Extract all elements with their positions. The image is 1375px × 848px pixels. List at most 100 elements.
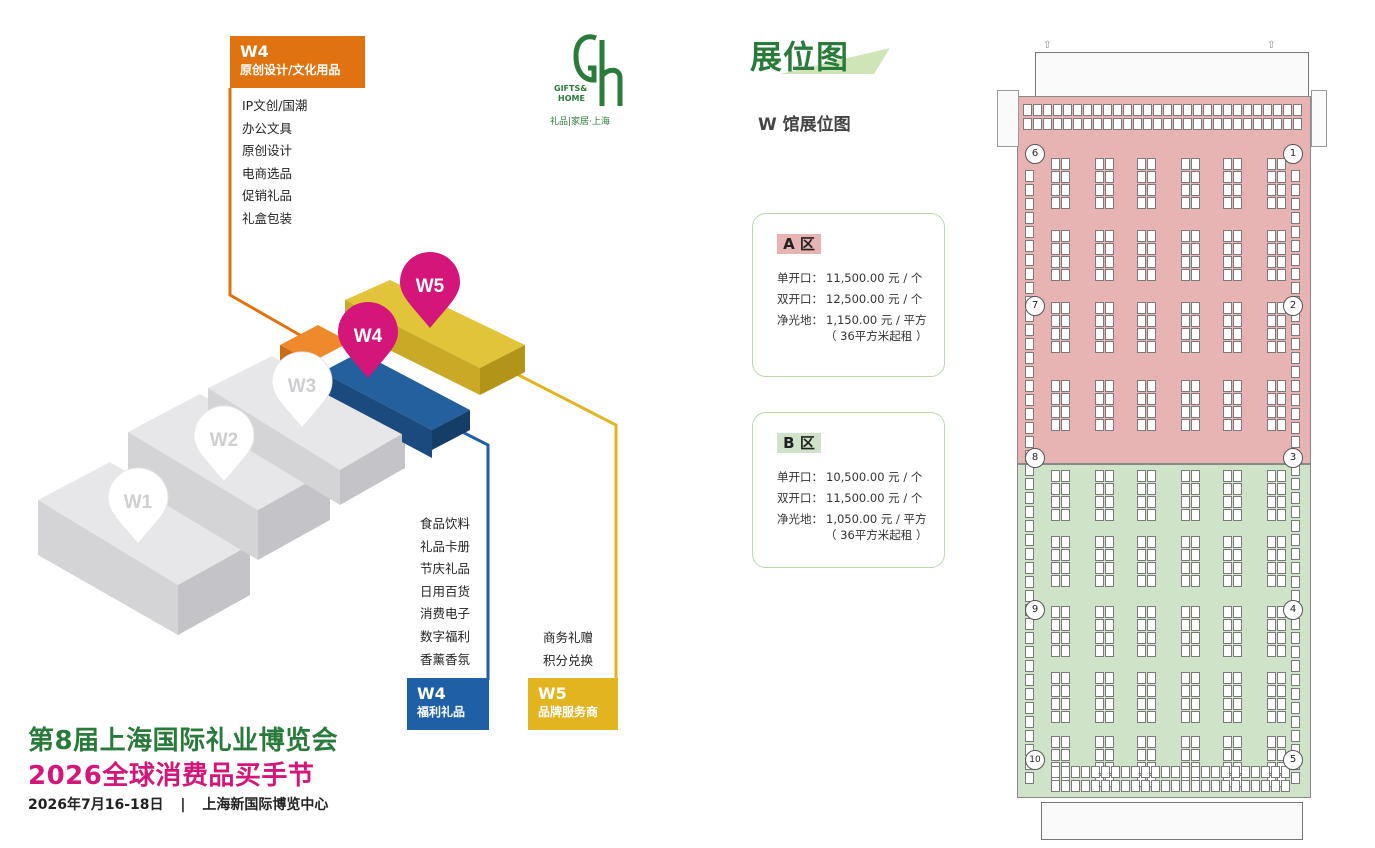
booth-cell (1277, 197, 1286, 209)
list-item: 电商选品 (242, 165, 293, 181)
booth-cell (1051, 619, 1060, 631)
booth-cell (1137, 736, 1146, 748)
booth-cell (1147, 406, 1156, 418)
booth-cell (1081, 766, 1090, 778)
booth-cell (1137, 302, 1146, 314)
booth-cell (1133, 118, 1142, 130)
booth-cell (1277, 230, 1286, 242)
map-title: 展位图 (750, 38, 850, 76)
booth-cell (1277, 685, 1286, 697)
w4-design-leader-line (228, 88, 306, 340)
booth-cell (1095, 672, 1104, 684)
booth-cell (1191, 230, 1200, 242)
booth-cell (1061, 243, 1070, 255)
booth-cell (1137, 606, 1146, 618)
booth-cell (1277, 184, 1286, 196)
booth-cell (1061, 230, 1070, 242)
booth-cell (1105, 711, 1114, 723)
booth-cell (1023, 118, 1032, 130)
booth-cell (1051, 766, 1060, 778)
booth-cell (1267, 632, 1276, 644)
booth-cell (1095, 711, 1104, 723)
booth-cell (1061, 269, 1070, 281)
gate-3: 3 (1283, 448, 1303, 468)
booth-cell (1111, 766, 1120, 778)
booth-cell (1171, 780, 1180, 792)
list-item: 礼盒包装 (242, 210, 293, 226)
booth-cell (1263, 118, 1272, 130)
booth-cell (1223, 341, 1232, 353)
booth-cell (1191, 269, 1200, 281)
booth-cell (1191, 328, 1200, 340)
booth-cell (1233, 736, 1242, 748)
booth-cell (1191, 606, 1200, 618)
booth-cell (1233, 632, 1242, 644)
booth-cell (1191, 549, 1200, 561)
hall-w4-blue-block (322, 352, 470, 458)
booth-cell (1223, 118, 1232, 130)
booth-cell (1061, 606, 1070, 618)
booth-cell (1223, 230, 1232, 242)
gate-2: 2 (1283, 296, 1303, 316)
booth-cell (1277, 341, 1286, 353)
booth-cell (1051, 406, 1060, 418)
gate-1: 1 (1283, 144, 1303, 164)
booth-cell (1291, 198, 1300, 210)
booth-cell (1025, 646, 1034, 658)
booth-cell (1137, 509, 1146, 521)
booth-cell (1277, 483, 1286, 495)
booth-cell (1025, 240, 1034, 252)
booth-cell (1051, 184, 1060, 196)
booth-cell (1147, 197, 1156, 209)
booth-cell (1025, 576, 1034, 588)
booth-cell (1051, 606, 1060, 618)
w4-welfare-tag: W4 福利礼品 (407, 678, 489, 730)
booth-cell (1147, 171, 1156, 183)
booth-cell (1233, 536, 1242, 548)
booth-cell (1025, 436, 1034, 448)
booth-cell (1181, 158, 1190, 170)
booth-cell (1267, 736, 1276, 748)
list-item: 原创设计 (242, 143, 293, 159)
booth-cell (1073, 118, 1082, 130)
booth-cell (1223, 470, 1232, 482)
booth-cell (1051, 575, 1060, 587)
booth-cell (1147, 341, 1156, 353)
booth-cell (1277, 645, 1286, 657)
booth-cell (1233, 549, 1242, 561)
booth-cell (1147, 536, 1156, 548)
booth-cell (1277, 380, 1286, 392)
booth-cell (1025, 562, 1034, 574)
booth-cell (1105, 496, 1114, 508)
booth-cell (1095, 243, 1104, 255)
booth-cell (1061, 302, 1070, 314)
booth-cell (1137, 483, 1146, 495)
booth-cell (1181, 197, 1190, 209)
booth-cell (1025, 226, 1034, 238)
booth-cell (1105, 562, 1114, 574)
booth-cell (1025, 548, 1034, 560)
booth-cell (1137, 619, 1146, 631)
booth-cell (1137, 549, 1146, 561)
booth-cell (1095, 230, 1104, 242)
booth-cell (1223, 315, 1232, 327)
booth-cell (1223, 256, 1232, 268)
booth-cell (1025, 688, 1034, 700)
booth-cell (1291, 226, 1300, 238)
booth-cell (1181, 496, 1190, 508)
booth-cell (1095, 509, 1104, 521)
logo-sub2: HOME (558, 94, 585, 103)
booth-cell (1061, 780, 1070, 792)
booth-cell (1061, 536, 1070, 548)
booth-cell (1211, 780, 1220, 792)
booth-cell (1291, 716, 1300, 728)
booth-cell (1223, 483, 1232, 495)
booth-cell (1291, 366, 1300, 378)
gifts-home-logo: GIFTS& HOME 礼品|家居·上海 (548, 32, 648, 128)
booth-cell (1147, 269, 1156, 281)
w5-pin-label: W5 (416, 276, 445, 297)
w2-pin-label: W2 (210, 430, 239, 451)
booth-cell (1277, 315, 1286, 327)
booth-cell (1061, 562, 1070, 574)
booth-cell (1025, 254, 1034, 266)
